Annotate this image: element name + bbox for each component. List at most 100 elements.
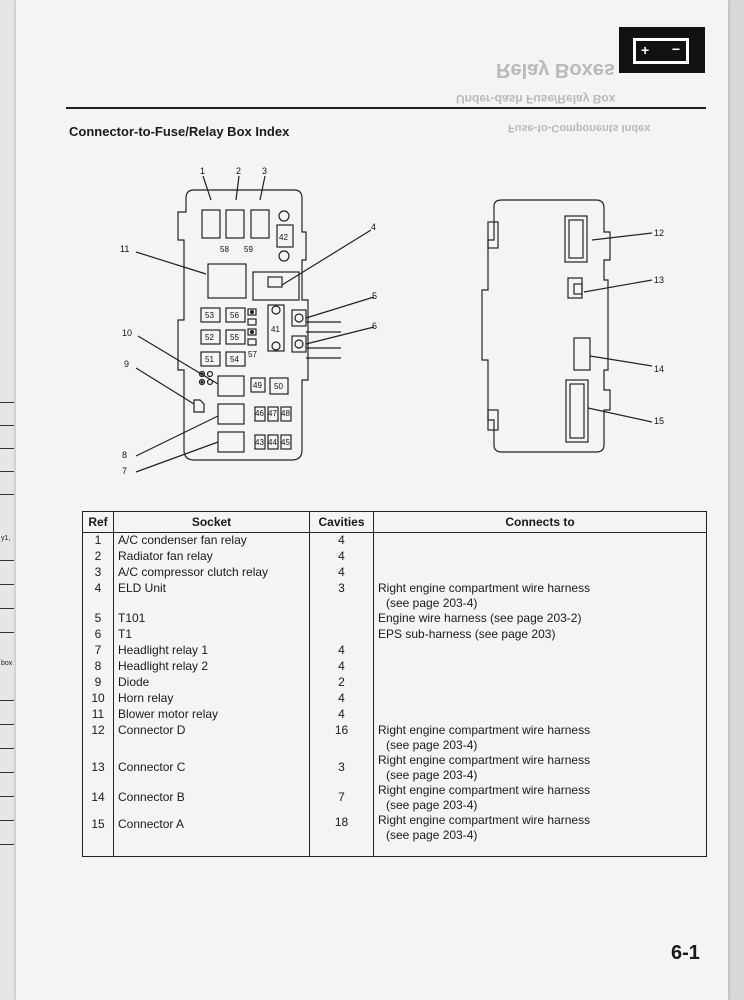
- callout-3: 3: [262, 166, 267, 176]
- manual-page: Relay Boxes Under-dash Fuse/Relay Box Fu…: [16, 0, 728, 1000]
- connects-cell: [373, 674, 707, 691]
- socket-cell: A/C condenser fan relay: [113, 532, 310, 549]
- connects-cell: [373, 564, 707, 581]
- callout-13: 13: [654, 275, 664, 285]
- cavities-cell: 18: [309, 812, 374, 857]
- cavities-cell: 2: [309, 674, 374, 691]
- fuse-label: 48: [281, 409, 290, 418]
- cavities-cell: [309, 610, 374, 627]
- ref-cell: 5: [82, 610, 114, 627]
- section-title: Connector-to-Fuse/Relay Box Index: [69, 124, 290, 139]
- bleed-through-title: Relay Boxes: [496, 59, 615, 81]
- ref-cell: 4: [82, 580, 114, 611]
- header-socket: Socket: [113, 511, 310, 533]
- socket-cell: ELD Unit: [113, 580, 310, 611]
- socket-cell: T1: [113, 626, 310, 643]
- fuse-label: 42: [279, 233, 288, 242]
- connects-cell: [373, 690, 707, 707]
- fuse-label: 49: [253, 381, 262, 390]
- callout-5: 5: [372, 291, 377, 301]
- callout-4: 4: [371, 222, 376, 232]
- socket-cell: Connector C: [113, 752, 310, 783]
- fuse-label: 51: [205, 355, 214, 364]
- socket-cell: T101: [113, 610, 310, 627]
- connects-cell: Right engine compartment wire harness (s…: [373, 722, 707, 753]
- bleed-through-subtitle: Under-dash Fuse/Relay Box: [456, 92, 616, 106]
- connects-cell: Right engine compartment wire harness (s…: [373, 752, 707, 783]
- fuse-label: 44: [268, 438, 277, 447]
- header-ref: Ref: [82, 511, 114, 533]
- connects-cell: Right engine compartment wire harness (s…: [373, 782, 707, 813]
- ref-cell: 8: [82, 658, 114, 675]
- ref-cell: 11: [82, 706, 114, 723]
- ref-cell: 9: [82, 674, 114, 691]
- socket-cell: Radiator fan relay: [113, 548, 310, 565]
- connects-cell: [373, 658, 707, 675]
- header-rule: [66, 107, 706, 109]
- connects-cell: [373, 548, 707, 565]
- ref-cell: 1: [82, 532, 114, 549]
- table-row: 12 Connector D 16 Right engine compartme…: [82, 722, 707, 753]
- cavities-cell: 4: [309, 548, 374, 565]
- socket-cell: Diode: [113, 674, 310, 691]
- ref-cell: 12: [82, 722, 114, 753]
- callout-8: 8: [122, 450, 127, 460]
- table-header-row: Ref Socket Cavities Connects to: [82, 511, 707, 533]
- callout-15: 15: [654, 416, 664, 426]
- table-row: 8 Headlight relay 2 4: [82, 658, 707, 675]
- battery-icon: + −: [633, 38, 689, 64]
- cavities-cell: 4: [309, 690, 374, 707]
- ref-cell: 14: [82, 782, 114, 813]
- fuse-label: 50: [274, 382, 283, 391]
- callout-7: 7: [122, 466, 127, 476]
- fuse-label: 55: [230, 333, 239, 342]
- callout-12: 12: [654, 228, 664, 238]
- cavities-cell: 4: [309, 564, 374, 581]
- table-row: 5 T101 Engine wire harness (see page 203…: [82, 610, 707, 627]
- socket-cell: Headlight relay 2: [113, 658, 310, 675]
- connects-cell: [373, 706, 707, 723]
- fuse-label: 46: [255, 409, 264, 418]
- edge-mark: box: [1, 660, 13, 667]
- table-row: 2 Radiator fan relay 4: [82, 548, 707, 565]
- connector-index-table: Ref Socket Cavities Connects to 1 A/C co…: [82, 511, 707, 857]
- table-row: 4 ELD Unit 3 Right engine compartment wi…: [82, 580, 707, 611]
- table-row: 3 A/C compressor clutch relay 4: [82, 564, 707, 581]
- header-cavities: Cavities: [309, 511, 374, 533]
- adjacent-page-edge: y1, box: [0, 0, 17, 1000]
- fuse-label: 53: [205, 311, 214, 320]
- callout-10: 10: [122, 328, 132, 338]
- table-row: 1 A/C condenser fan relay 4: [82, 532, 707, 549]
- table-row: 11 Blower motor relay 4: [82, 706, 707, 723]
- connects-cell: Right engine compartment wire harness (s…: [373, 580, 707, 611]
- socket-cell: A/C compressor clutch relay: [113, 564, 310, 581]
- callout-9: 9: [124, 359, 129, 369]
- ref-cell: 3: [82, 564, 114, 581]
- callout-1: 1: [200, 166, 205, 176]
- connects-cell: [373, 532, 707, 549]
- socket-cell: Horn relay: [113, 690, 310, 707]
- fuse-label: 59: [244, 245, 253, 254]
- connects-cell: Right engine compartment wire harness (s…: [373, 812, 707, 857]
- callout-6: 6: [372, 321, 377, 331]
- cavities-cell: 16: [309, 722, 374, 753]
- table-row: 15 Connector A 18 Right engine compartme…: [82, 812, 707, 857]
- connects-cell: Engine wire harness (see page 203-2): [373, 610, 707, 627]
- edge-mark: y1,: [1, 535, 11, 542]
- fuse-label: 54: [230, 355, 239, 364]
- cavities-cell: 4: [309, 658, 374, 675]
- cavities-cell: 7: [309, 782, 374, 813]
- table-row: 6 T1 EPS sub-harness (see page 203): [82, 626, 707, 643]
- fuse-relay-box-diagram: 58 59 42 53 56 52 55 51 54 57 41 49 50 4…: [120, 166, 664, 476]
- connects-cell: [373, 642, 707, 659]
- callout-14: 14: [654, 364, 664, 374]
- fuse-label: 45: [281, 438, 290, 447]
- socket-cell: Headlight relay 1: [113, 642, 310, 659]
- callout-11: 11: [120, 244, 129, 254]
- socket-cell: Blower motor relay: [113, 706, 310, 723]
- table-row: 9 Diode 2: [82, 674, 707, 691]
- socket-cell: Connector A: [113, 812, 310, 857]
- ref-cell: 2: [82, 548, 114, 565]
- cavities-cell: 4: [309, 642, 374, 659]
- table-row: 7 Headlight relay 1 4: [82, 642, 707, 659]
